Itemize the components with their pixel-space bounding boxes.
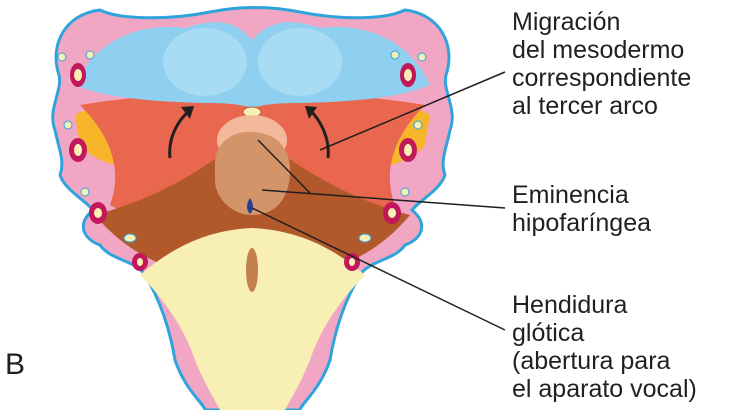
label-line: Migración [512, 8, 691, 36]
label-hendidura: Hendidura glótica (abertura para el apar… [512, 291, 697, 403]
label-line: al tercer arco [512, 92, 691, 120]
label-line: (abertura para [512, 347, 697, 375]
label-line: hipofaríngea [512, 209, 651, 237]
label-line: Eminencia [512, 181, 651, 209]
label-line: glótica [512, 319, 697, 347]
hypopharyngeal-eminence [215, 132, 290, 215]
midline-groove [246, 248, 258, 292]
top-lobe-right [258, 28, 342, 96]
panel-letter: B [5, 349, 25, 381]
label-eminencia: Eminencia hipofaríngea [512, 181, 651, 237]
label-migracion: Migración del mesodermo correspondiente … [512, 8, 691, 120]
top-lobe-left [163, 28, 247, 96]
label-line: el aparato vocal) [512, 375, 697, 403]
label-line: del mesodermo [512, 36, 691, 64]
label-line: correspondiente [512, 64, 691, 92]
label-line: Hendidura [512, 291, 697, 319]
